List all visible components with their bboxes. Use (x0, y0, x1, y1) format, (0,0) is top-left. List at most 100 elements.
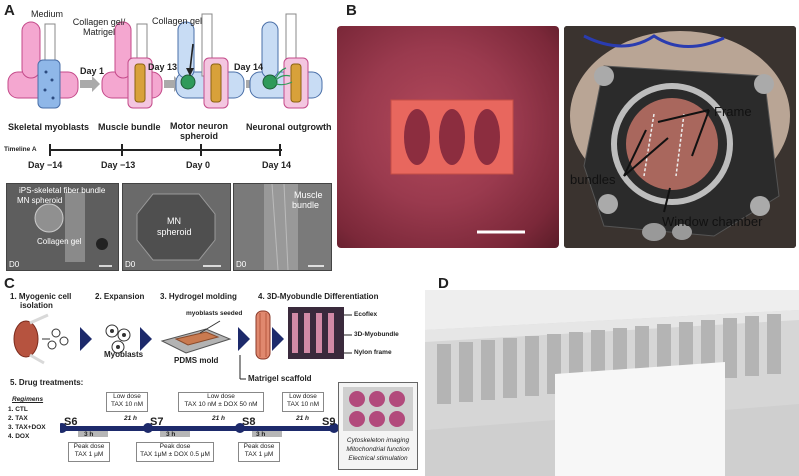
regimen-4: 4. DOX (8, 433, 30, 440)
timeline-tick-1: Day −14 (28, 160, 63, 170)
label-frame: Frame (714, 104, 752, 119)
step-4: 4. 3D-Myobundle Differentiation (258, 292, 379, 301)
station-s8: S8 (242, 416, 256, 428)
timeline-tick-4: Day 14 (262, 160, 292, 170)
device-motor-neuron (175, 13, 245, 109)
micrograph-3: Muscle bundle D0 (233, 183, 332, 271)
label-myoblasts: Myoblasts (104, 350, 144, 359)
m2-spheroid: spheroid (157, 227, 192, 237)
peak-dose-value-1: TAX 1 μM (74, 451, 104, 458)
interval-21h-3: 21 h (296, 415, 310, 422)
peak-dose-box-1: Peak dose TAX 1 μM (68, 442, 110, 462)
timeline-tick-3: Day 0 (186, 160, 211, 170)
m3-d0: D0 (236, 260, 247, 269)
interval-21h-2: 21 h (212, 415, 226, 422)
m3-bundle: bundle (292, 200, 320, 210)
label-motor-neuron: Motor neuron (170, 121, 228, 131)
interval-21h-1: 21 h (124, 415, 138, 422)
station-s9: S9 (322, 416, 336, 428)
low-dose-value-2: TAX 10 nM ± DOX 50 nM (184, 401, 258, 408)
low-dose-box-1: Low dose TAX 10 nM (106, 392, 148, 412)
peak-dose-label-1: Peak dose (73, 443, 105, 450)
interval-3h-1: 3 h (84, 431, 94, 438)
photo-window-chamber: Frame bundles Window chamber (564, 26, 796, 248)
label-collagen-matrigel: Collagen gel/ Matrigel (72, 17, 126, 37)
workflow-arrow-2 (140, 327, 152, 351)
m1-collagen: Collagen gel (37, 237, 82, 246)
peak-dose-box-2: Peak dose TAX 1μM ± DOX 0.5 μM (136, 442, 214, 462)
drug-timeline (60, 423, 339, 437)
label-collagen-gel: Collagen gel (152, 16, 203, 26)
peak-dose-label-2: Peak dose (159, 443, 191, 450)
regimen-3: 3. TAX+DOX (8, 424, 46, 431)
m1-mn: MN spheroid (17, 196, 63, 205)
station-s6: S6 (64, 416, 78, 428)
micrograph-1: iPS-skeletal fiber bundle MN spheroid Co… (6, 183, 119, 271)
peak-dose-value-2: TAX 1μM ± DOX 0.5 μM (140, 451, 210, 458)
panel-label-a: A (4, 2, 15, 19)
workflow-graphics (13, 307, 352, 380)
label-day1: Day 1 (80, 66, 105, 76)
render-microwell-array (425, 290, 799, 476)
m1-d0: D0 (9, 260, 20, 269)
station-s7: S7 (150, 416, 164, 428)
label-matrigel-scaffold: Matrigel scaffold (248, 374, 312, 383)
low-dose-label-2: Low dose (207, 393, 235, 400)
label-day13: Day 13 (148, 62, 178, 72)
panel-label-c: C (4, 275, 15, 292)
label-myoblasts-seeded: myoblasts seeded (186, 310, 243, 317)
panel-label-d: D (438, 275, 449, 292)
arrow-day1 (80, 76, 100, 92)
label-nylon-frame: Nylon frame (354, 349, 392, 356)
peak-dose-value-3: TAX 1 μM (244, 451, 274, 458)
regimen-1: 1. CTL (8, 406, 28, 413)
label-spheroid: spheroid (180, 131, 219, 141)
m2-mn: MN (167, 216, 181, 226)
workflow-arrow-4 (272, 327, 284, 351)
label-pdms-mold: PDMS mold (174, 356, 219, 365)
outcome-box: Cytoskeleton imaging Mitochondrial funct… (338, 382, 418, 470)
workflow-arrow-3 (238, 327, 250, 351)
low-dose-value-1: TAX 10 nM (110, 401, 144, 408)
panel-label-b: B (346, 2, 357, 19)
peak-dose-box-3: Peak dose TAX 1 μM (238, 442, 280, 462)
label-medium: Medium (31, 9, 64, 19)
label-ecoflex: Ecoflex (354, 311, 378, 318)
device-muscle-bundle (101, 21, 163, 109)
m2-d0: D0 (125, 260, 136, 269)
m3-muscle: Muscle (294, 190, 323, 200)
photo-construct-dish (337, 26, 559, 248)
low-dose-label-1: Low dose (113, 393, 141, 400)
m1-title: iPS-skeletal fiber bundle (19, 186, 106, 195)
timeline-tick-2: Day −13 (101, 160, 136, 170)
outcome-1: Cytoskeleton imaging (346, 437, 410, 444)
outcome-3: Electrical stimulation (348, 455, 408, 462)
regimens-title: Regimens (12, 396, 44, 403)
label-day14: Day 14 (234, 62, 264, 72)
label-window-chamber: Window chamber (662, 214, 763, 229)
panel-a-schematic (7, 13, 323, 156)
label-bundles: bundles (570, 172, 616, 187)
low-dose-label-3: Low dose (289, 393, 317, 400)
label-myobundle: 3D-Myobundle (354, 331, 399, 338)
step-2: 2. Expansion (95, 292, 145, 301)
interval-3h-3: 3 h (256, 431, 266, 438)
label-skeletal-myoblasts: Skeletal myoblasts (8, 122, 90, 132)
regimen-2: 2. TAX (8, 415, 28, 422)
device-myoblasts (7, 21, 79, 109)
low-dose-box-2: Low dose TAX 10 nM ± DOX 50 nM (178, 392, 264, 412)
label-muscle-bundle: Muscle bundle (98, 122, 161, 132)
low-dose-value-3: TAX 10 nM (286, 401, 320, 408)
step-3: 3. Hydrogel molding (160, 292, 237, 301)
timeline-label: Timeline A (4, 146, 37, 153)
device-neuronal-outgrowth (249, 13, 323, 109)
label-neuronal-outgrowth: Neuronal outgrowth (246, 122, 332, 132)
step-1b: isolation (20, 301, 53, 310)
outcome-2: Mitochondrial function (346, 446, 410, 453)
low-dose-box-3: Low dose TAX 10 nM (282, 392, 324, 412)
micrograph-2: MN spheroid D0 (122, 183, 231, 271)
peak-dose-label-3: Peak dose (243, 443, 275, 450)
workflow-arrow-1 (80, 327, 92, 351)
step-1a: 1. Myogenic cell (10, 292, 72, 301)
interval-3h-2: 3 h (166, 431, 176, 438)
